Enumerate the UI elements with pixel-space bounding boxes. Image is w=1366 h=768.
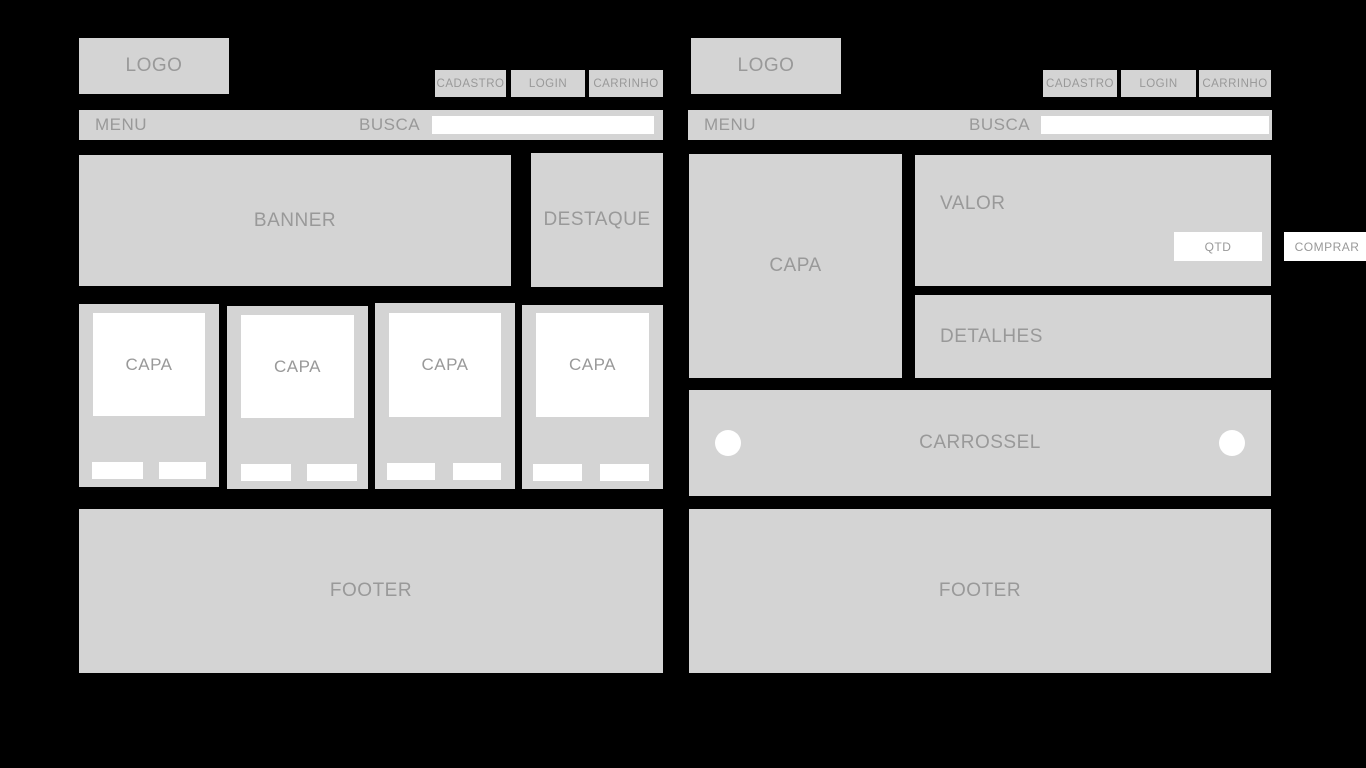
carousel-label: CARROSSEL	[919, 432, 1041, 453]
footer-placeholder: FOOTER	[689, 509, 1271, 673]
product-cover-placeholder: CAPA	[389, 313, 501, 417]
product-cover-large[interactable]: CAPA	[689, 154, 902, 378]
banner-label: BANNER	[253, 209, 337, 231]
product-cover-label: CAPA	[273, 356, 322, 376]
price-panel: VALOR QTD COMPRAR	[915, 155, 1366, 286]
footer-placeholder: FOOTER	[79, 509, 663, 673]
logo-placeholder: LOGO	[79, 38, 229, 94]
nav-button-login-label: LOGIN	[528, 77, 568, 90]
circle-prev-icon[interactable]	[715, 430, 741, 456]
product-cover-label: CAPA	[568, 355, 617, 374]
price-label: VALOR	[940, 193, 1006, 214]
product-cover-placeholder: CAPA	[536, 313, 649, 417]
nav-button-carrinho[interactable]: CARRINHO	[1199, 70, 1271, 97]
product-card-button-right[interactable]	[307, 464, 357, 481]
footer-label: FOOTER	[938, 580, 1022, 601]
nav-button-cadastro[interactable]: CADASTRO	[1043, 70, 1117, 97]
nav-button-cadastro-label: CADASTRO	[436, 77, 505, 90]
wireframe-product-detail: LOGO CADASTRO LOGIN CARRINHO MENU BUSCA …	[683, 0, 1366, 768]
search-input[interactable]	[1041, 116, 1269, 134]
banner-placeholder[interactable]: BANNER	[79, 155, 511, 286]
product-card-button-right[interactable]	[159, 462, 206, 479]
menu-label[interactable]: MENU	[95, 115, 148, 134]
product-card-button-right[interactable]	[600, 464, 649, 481]
product-cover-label: CAPA	[125, 354, 173, 374]
product-card[interactable]: CAPA	[79, 304, 219, 487]
menu-bar: MENU BUSCA	[688, 110, 1272, 140]
product-card[interactable]: CAPA	[227, 306, 368, 489]
logo-label: LOGO	[125, 55, 183, 76]
buy-button[interactable]: COMPRAR	[1284, 232, 1366, 261]
buy-button-label: COMPRAR	[1294, 239, 1360, 254]
menu-bar: MENU BUSCA	[79, 110, 663, 140]
details-panel: DETALHES	[915, 295, 1271, 378]
product-card-button-left[interactable]	[387, 463, 435, 480]
nav-button-carrinho[interactable]: CARRINHO	[589, 70, 663, 97]
menu-label[interactable]: MENU	[704, 115, 757, 134]
wireframe-home: LOGO CADASTRO LOGIN CARRINHO MENU BUSCA …	[79, 38, 663, 673]
nav-button-cadastro[interactable]: CADASTRO	[435, 70, 506, 97]
footer-label: FOOTER	[329, 580, 413, 601]
circle-next-icon[interactable]	[1219, 430, 1245, 456]
carousel-placeholder: CARROSSEL	[689, 390, 1271, 496]
logo-placeholder: LOGO	[691, 38, 841, 94]
quantity-button[interactable]: QTD	[1174, 232, 1262, 261]
product-cover-placeholder: CAPA	[93, 313, 205, 416]
search-label: BUSCA	[359, 115, 421, 134]
product-cover-label: CAPA	[421, 355, 469, 374]
logo-label: LOGO	[737, 55, 795, 76]
product-cover-placeholder: CAPA	[241, 315, 354, 418]
destaque-placeholder[interactable]: DESTAQUE	[531, 153, 663, 287]
nav-button-carrinho-label: CARRINHO	[1202, 77, 1268, 90]
search-label: BUSCA	[969, 115, 1031, 134]
nav-button-login[interactable]: LOGIN	[1121, 70, 1196, 97]
product-card-button-left[interactable]	[533, 464, 582, 481]
search-input[interactable]	[432, 116, 654, 134]
destaque-label: DESTAQUE	[543, 209, 651, 230]
nav-button-carrinho-label: CARRINHO	[593, 77, 659, 90]
product-card[interactable]: CAPA	[522, 305, 663, 489]
product-card-button-left[interactable]	[92, 462, 143, 479]
nav-button-login[interactable]: LOGIN	[511, 70, 585, 97]
product-card[interactable]: CAPA	[375, 303, 515, 489]
nav-button-login-label: LOGIN	[1139, 77, 1178, 90]
details-label: DETALHES	[940, 325, 1043, 347]
nav-button-cadastro-label: CADASTRO	[1046, 77, 1114, 90]
quantity-button-label: QTD	[1204, 239, 1232, 254]
product-cover-label: CAPA	[769, 255, 822, 276]
product-card-button-right[interactable]	[453, 463, 501, 480]
product-card-button-left[interactable]	[241, 464, 291, 481]
